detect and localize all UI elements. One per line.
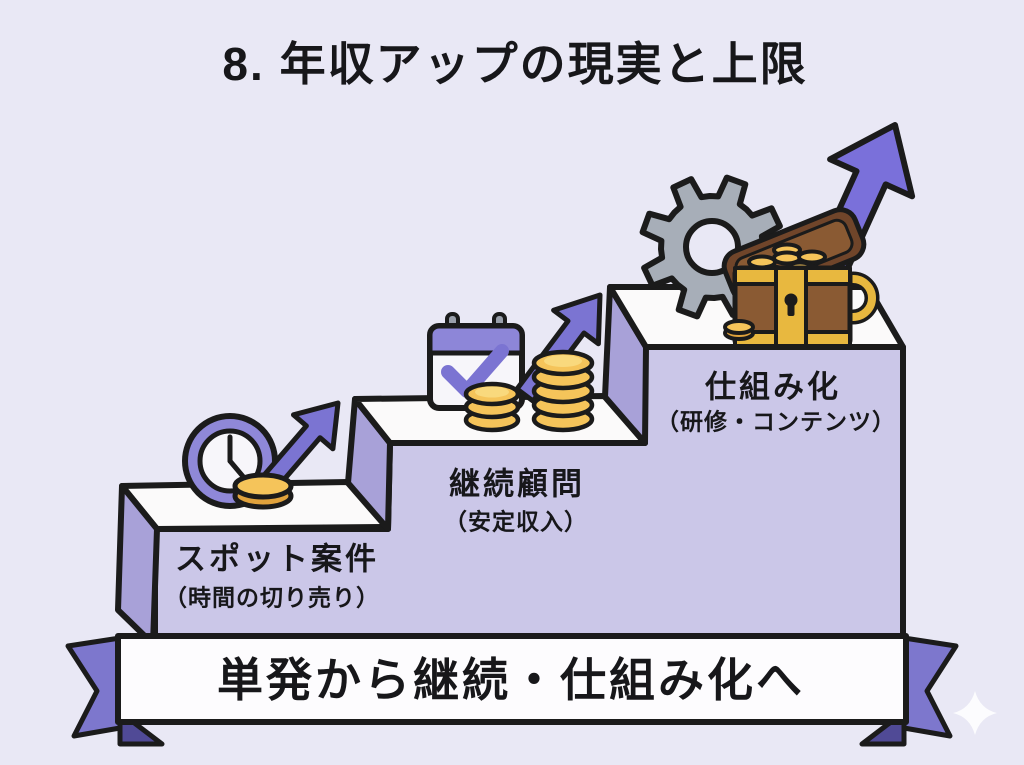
step2-label: 継続顧問 xyxy=(449,466,585,502)
step3-icons xyxy=(639,122,916,349)
step1-sublabel: （時間の切り売り） xyxy=(164,584,380,611)
step1-label: スポット案件 xyxy=(175,541,379,577)
step2-icons xyxy=(427,292,603,433)
step3-label: 仕組み化 xyxy=(705,369,841,405)
treasure-chest-icon xyxy=(721,207,880,349)
ribbon-tail-left xyxy=(65,635,123,739)
sparkle-icon xyxy=(953,691,997,735)
ribbon-banner xyxy=(65,633,959,747)
coin-icon xyxy=(232,472,294,510)
step3-sublabel: （研修・コンテンツ） xyxy=(656,408,896,435)
coin-stacks-icon xyxy=(463,349,595,433)
step1-icons xyxy=(182,400,341,510)
spilled-coin xyxy=(723,319,755,341)
banner-panel xyxy=(115,633,909,725)
page-title: 8. 年収アップの現実と上限 xyxy=(222,38,808,90)
ribbon-tail-right xyxy=(901,635,959,739)
step2-sublabel: （安定収入） xyxy=(444,508,588,535)
clock-icon xyxy=(182,413,278,509)
chest-keyhole xyxy=(784,293,798,316)
banner-label: 単発から継続・仕組み化へ xyxy=(217,654,805,706)
